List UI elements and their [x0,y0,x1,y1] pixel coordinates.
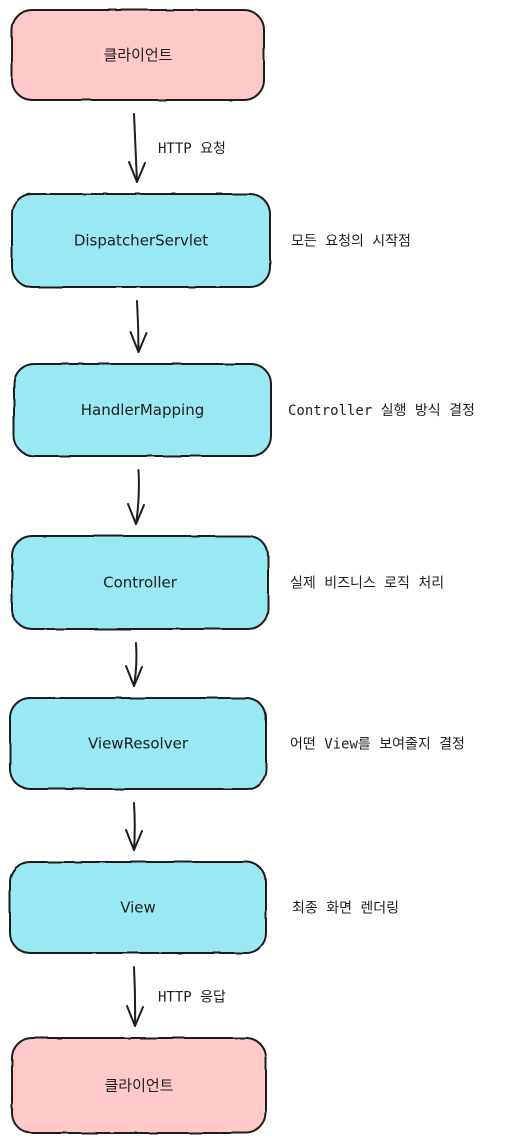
node-box [11,1037,267,1134]
node-label: DispatcherServlet [74,232,208,250]
arrow-head [126,1005,144,1027]
node-box [11,9,265,101]
node-dispatcher-servlet: DispatcherServlet [11,193,271,288]
arrow-dispatcher-servlet-to-handler-mapping [129,300,148,353]
arrow-head [127,503,145,525]
node-label: 클라이언트 [104,1077,173,1095]
node-client-top: 클라이언트 [11,9,265,101]
arrow-shaft [133,113,138,183]
arrow-handler-mapping-to-controller [127,469,145,525]
node-label: View [120,899,156,917]
node-label: Controller [103,574,178,592]
node-label: ViewResolver [88,735,189,753]
arrow-head [128,161,146,183]
node-box [11,535,269,630]
node-box [9,697,267,790]
note-handler-mapping: Controller 실행 방식 결정 [288,403,475,419]
node-handler-mapping: HandlerMapping [13,363,272,457]
note-controller: 실제 비즈니스 로직 처리 [290,576,444,592]
edges: HTTP 요청 HTTP 응답 [125,113,226,1027]
node-box [9,861,267,954]
arrow-head [125,829,143,851]
arrow-head [125,665,143,687]
nodes: 클라이언트 DispatcherServletHandlerMappingCont… [9,9,272,1134]
node-controller: Controller [11,535,269,630]
arrow-view-to-client-bottom: HTTP 응답 [126,966,226,1027]
arrow-client-top-to-dispatcher-servlet: HTTP 요청 [128,113,226,183]
node-box [13,363,272,457]
arrow-shaft [135,469,140,525]
edge-label: HTTP 요청 [158,141,226,157]
note-dispatcher-servlet: 모든 요청의 시작점 [291,234,411,250]
arrow-shaft [136,300,140,353]
node-label: HandlerMapping [81,401,204,419]
node-box [11,193,271,288]
note-view: 최종 화면 렌더링 [292,901,399,917]
arrow-view-resolver-to-view [125,802,143,851]
node-view: View [9,861,267,954]
node-label: 클라이언트 [103,46,172,64]
arrow-shaft [133,966,137,1027]
arrow-shaft [133,802,136,851]
node-client-bottom: 클라이언트 [11,1037,267,1134]
node-view-resolver: ViewResolver [9,697,267,790]
note-view-resolver: 어떤 View를 보여줄지 결정 [290,737,465,753]
arrow-controller-to-view-resolver [125,642,143,687]
arrow-head [129,331,148,353]
edge-label: HTTP 응답 [158,990,226,1006]
